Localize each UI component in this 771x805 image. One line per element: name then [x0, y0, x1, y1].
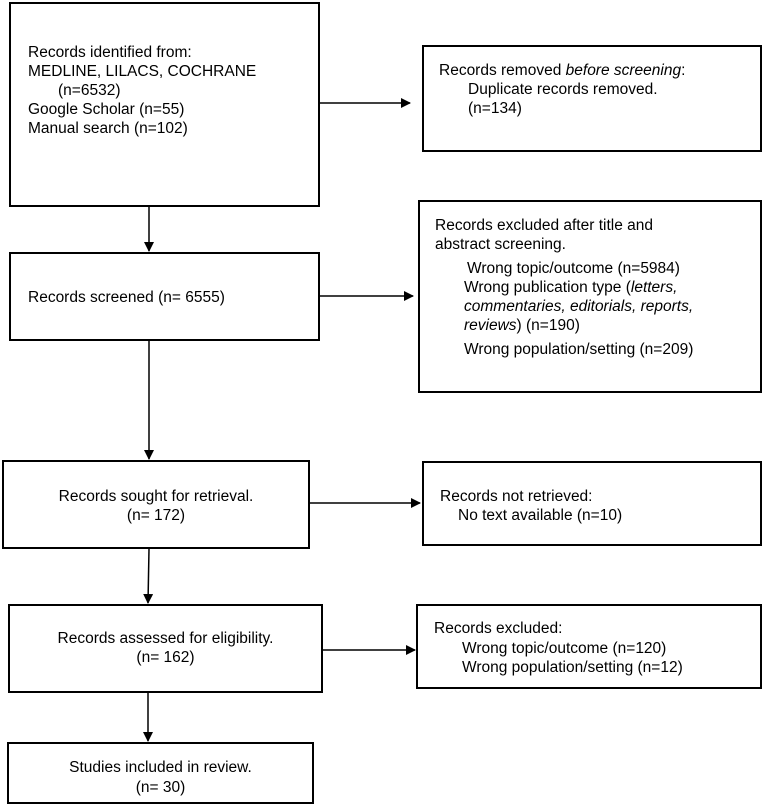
identification-line1: Records identified from: [28, 44, 192, 61]
eligibility-line1: Records assessed for eligibility. [57, 630, 274, 647]
identification-line5: Manual search (n=102) [28, 120, 188, 137]
screened-label: Records screened (n= 6555) [28, 289, 225, 306]
included-line2: (n= 30) [135, 779, 186, 796]
excluded-eligibility-box: Records excluded: Wrong topic/outcome (n… [416, 604, 762, 689]
not-retrieved-line1: Records not retrieved: [440, 488, 593, 505]
identification-line4: Google Scholar (n=55) [28, 101, 185, 118]
identification-line3: (n=6532) [58, 82, 121, 99]
excluded-screening-line5-text: commentaries, editorials, reports, [464, 298, 694, 315]
excluded-screening-line2: abstract screening. [435, 236, 566, 253]
excluded-screening-line1: Records excluded after title and [435, 217, 653, 234]
retrieval-line2: (n= 172) [126, 507, 186, 524]
excluded-screening-line7: Wrong population/setting (n=209) [464, 341, 694, 358]
included-line1: Studies included in review. [69, 759, 252, 776]
excluded-screening-line5: commentaries, editorials, reports, [464, 297, 693, 316]
excluded-screening-line6: reviews) (n=190) [464, 316, 580, 335]
eligibility-box: Records assessed for eligibility. (n= 16… [8, 604, 323, 693]
eligibility-line2: (n= 162) [136, 649, 195, 666]
excluded-screening-box: Records excluded after title and abstrac… [418, 200, 762, 393]
excluded-eligibility-line3: Wrong population/setting (n=12) [462, 659, 683, 676]
not-retrieved-line2: No text available (n=10) [458, 507, 623, 524]
excluded-screening-line6a: reviews [464, 317, 517, 334]
included-box: Studies included in review. (n= 30) [7, 742, 314, 804]
excluded-screening-line4a: Wrong publication type ( [464, 279, 631, 296]
arrow-retrieval-to-eligibility [143, 548, 154, 604]
removed-suffix: : [681, 62, 686, 79]
removed-line2: Duplicate records removed. [468, 81, 658, 98]
not-retrieved-box: Records not retrieved: No text available… [422, 461, 762, 546]
removed-line1: Records removed before screening: [439, 61, 685, 80]
excluded-screening-line4: Wrong publication type (letters, [464, 278, 677, 297]
retrieval-box: Records sought for retrieval. (n= 172) [2, 460, 310, 549]
removed-emphasis: before screening [565, 62, 682, 79]
excluded-screening-line4b: letters, [630, 279, 678, 296]
retrieval-line1: Records sought for retrieval. [58, 488, 254, 505]
identification-box: Records identified from: MEDLINE, LILACS… [9, 2, 320, 207]
removed-box: Records removed before screening: Duplic… [422, 45, 762, 152]
removed-prefix: Records removed [439, 62, 566, 79]
identification-line2: MEDLINE, LILACS, COCHRANE [28, 63, 257, 80]
excluded-eligibility-line1: Records excluded: [434, 620, 563, 637]
removed-line3: (n=134) [468, 100, 522, 117]
excluded-screening-line6b: ) (n=190) [516, 317, 580, 334]
screened-box: Records screened (n= 6555) [9, 252, 320, 341]
excluded-screening-line3: Wrong topic/outcome (n=5984) [467, 260, 680, 277]
excluded-eligibility-line2: Wrong topic/outcome (n=120) [462, 640, 667, 657]
